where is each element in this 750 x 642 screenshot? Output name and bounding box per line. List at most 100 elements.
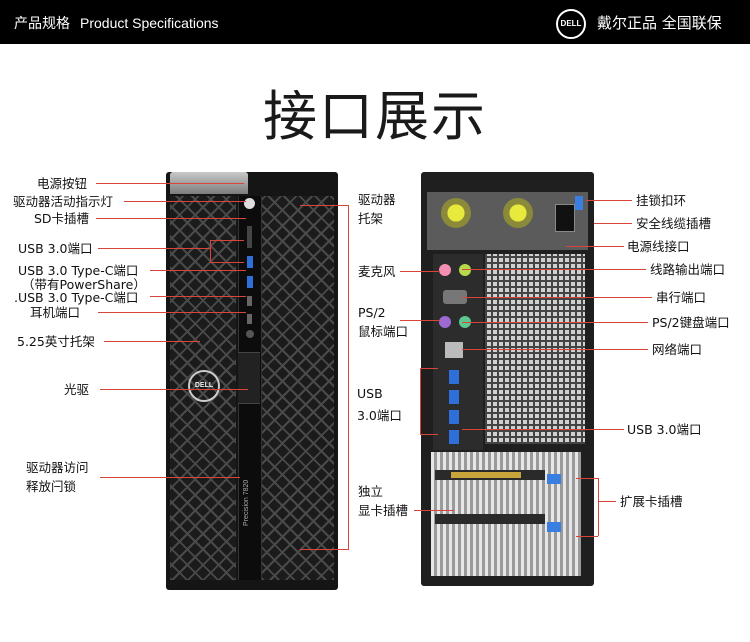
microphone-port-icon [439,264,451,276]
rear-tower-image [421,172,594,586]
callout-line [420,368,438,369]
label-optical: 光驱 [64,382,89,398]
label-usb3-front: USB 3.0端口 [18,241,93,257]
label-gpu-2: 显卡插槽 [358,503,408,519]
label-cable-slot: 安全线缆插槽 [636,216,711,232]
label-expansion: 扩展卡插槽 [620,494,683,510]
label-sd-slot: SD卡插槽 [34,211,89,227]
callout-line [576,478,598,479]
front-io-panel: Precision 7820 [238,196,262,580]
front-tower-image: Precision 7820 DELL [166,172,338,590]
callout-line [98,248,210,249]
callout-line [462,269,646,270]
usb-port-icon [247,256,253,268]
callout-line [150,296,246,297]
label-mic: 麦克风 [358,264,396,280]
expansion-bracket [598,478,599,536]
label-earphone: 耳机端口 [30,305,80,321]
label-gpu-1: 独立 [358,484,383,500]
callout-line [300,549,348,550]
label-power-button: 电源按钮 [37,176,87,192]
model-label: Precision 7820 [243,480,250,526]
header-left: 产品规格 Product Specifications [14,13,219,33]
usb-port-icon [449,430,459,444]
drive-bay-bracket [348,205,349,550]
callout-line [210,240,211,262]
label-usb3-rear: USB 3.0端口 [627,422,702,438]
headphone-jack-icon [246,330,254,338]
power-supply-unit [427,192,588,250]
callout-line [100,389,248,390]
callout-line [462,349,648,350]
callout-line [420,434,438,435]
dell-logo-text: DELL [561,19,582,28]
callout-line [104,341,200,342]
label-drive-led: 驱动器活动指示灯 [13,194,113,210]
label-ps2-mouse-2: 鼠标端口 [358,324,408,340]
page-title: 接口展示 [0,72,750,151]
callout-line [150,270,246,271]
callout-line [594,223,632,224]
sd-slot-icon [247,226,252,248]
expansion-slot-area [431,452,581,576]
usb-port-icon [247,276,253,288]
label-drive-bay-2: 托架 [358,211,383,227]
usb-port-icon [449,390,459,404]
callout-line [400,271,440,272]
callout-line [566,246,624,247]
usb-c-port-icon [247,314,252,324]
callout-line [576,536,598,537]
callout-line [96,183,244,184]
usb-port-icon [449,370,459,384]
label-usb-rear-2: 3.0端口 [357,408,402,424]
header-warranty-text: 戴尔正品 全国联保 [597,12,722,33]
callout-line [124,201,246,202]
usb-port-icon [449,410,459,424]
expansion-clip-icon [547,474,561,484]
label-usb-c-2: .USB 3.0 Type-C端口 [14,290,138,306]
callout-line [462,322,648,323]
fan-icon [441,198,471,228]
gpu-connector [451,472,521,478]
label-drive-bay-1: 驱动器 [358,192,396,208]
callout-line [210,262,244,263]
callout-line [100,477,240,478]
label-ps2-kbd: PS/2键盘端口 [652,315,730,331]
label-network: 网络端口 [652,342,702,358]
label-ps2-mouse-1: PS/2 [358,305,386,321]
header-bar: 产品规格 Product Specifications DELL 戴尔正品 全国联… [0,0,750,44]
dell-logo-icon: DELL [556,9,586,39]
label-525-bay: 5.25英寸托架 [17,334,95,350]
power-connector-icon [555,204,575,232]
rear-io-panel [433,254,483,450]
ps2-mouse-port-icon [439,316,451,328]
callout-line [96,218,246,219]
callout-line [598,501,616,502]
label-usb-rear-1: USB [357,386,383,402]
label-latch-line1: 驱动器访问 [26,460,89,476]
callout-line [400,320,440,321]
header-title-en: Product Specifications [80,15,219,31]
callout-line [210,240,244,241]
label-line-out: 线路输出端口 [650,262,725,278]
expansion-clip-icon [547,522,561,532]
callout-line [98,312,246,313]
callout-line [414,510,454,511]
network-port-icon [445,342,463,358]
gpu-bracket [435,514,545,524]
callout-line [462,429,624,430]
front-logo-text: DELL [195,382,213,389]
header-title-cn: 产品规格 [14,16,70,32]
label-padlock: 挂锁扣环 [636,193,686,209]
callout-line [300,205,348,206]
usb-c-port-icon [247,296,252,306]
label-latch-line2: 释放闩锁 [26,479,76,495]
optical-drive-bay [238,352,260,404]
line-out-port-icon [459,264,471,276]
usb-bracket [420,368,421,434]
fan-icon [503,198,533,228]
label-serial: 串行端口 [656,290,706,306]
callout-line [462,297,652,298]
callout-line [586,200,632,201]
label-power-conn: 电源线接口 [627,239,690,255]
